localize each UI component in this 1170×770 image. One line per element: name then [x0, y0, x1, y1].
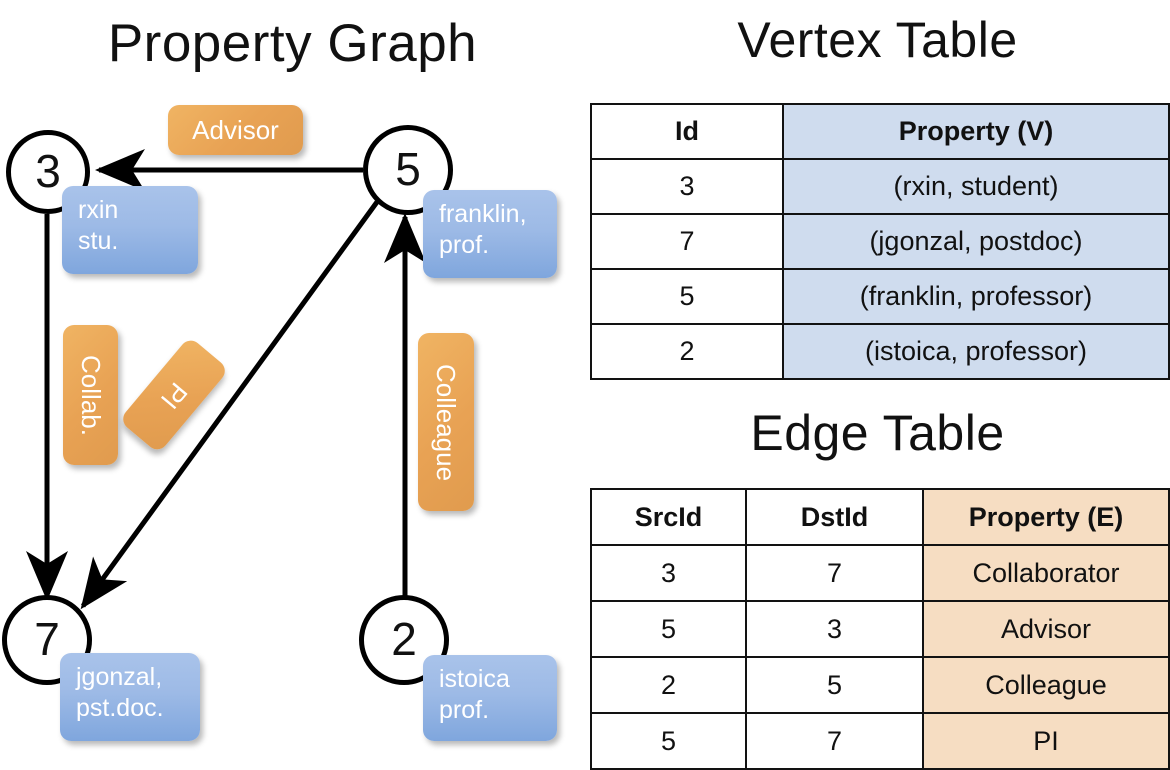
vertex-cell-property: (franklin, professor): [782, 268, 1170, 325]
edge-label-collab-text: Collab.: [76, 354, 106, 436]
table-row[interactable]: 2 (istoica, professor): [590, 323, 1170, 380]
graph-node-5-label: 5: [395, 143, 421, 195]
vertex-cell-property: (istoica, professor): [782, 323, 1170, 380]
graph-node-3-label: 3: [35, 145, 61, 197]
edge-label-advisor-text: Advisor: [192, 114, 279, 145]
node-property-istoica-role: prof.: [439, 696, 490, 724]
edge-table-header-row: SrcId DstId Property (E): [590, 488, 1170, 546]
vertex-cell-id: 2: [590, 323, 784, 380]
edge-label-collab: Collab.: [63, 325, 118, 465]
vertex-cell-property: (jgonzal, postdoc): [782, 213, 1170, 270]
edge-cell-srcid: 2: [590, 656, 747, 714]
edge-label-colleague: Colleague: [418, 333, 474, 511]
vertex-table-header-id: Id: [590, 103, 784, 160]
edge-arrow-5-to-7: [80, 200, 380, 610]
vertex-cell-id: 7: [590, 213, 784, 270]
table-row[interactable]: 7 (jgonzal, postdoc): [590, 213, 1170, 270]
edge-cell-dstid: 7: [745, 712, 924, 770]
edge-cell-dstid: 5: [745, 656, 924, 714]
section-title-edge-table: Edge Table: [750, 405, 1005, 461]
graph-edges-layer: [25, 148, 427, 610]
table-row[interactable]: 3 7 Collaborator: [590, 544, 1170, 602]
vertex-cell-id: 5: [590, 268, 784, 325]
edge-cell-dstid: 7: [745, 544, 924, 602]
vertex-table-header-row: Id Property (V): [590, 103, 1170, 160]
graph-node-5[interactable]: 5: [363, 125, 453, 215]
vertex-table: Id Property (V) 3 (rxin, student) 7 (jgo…: [590, 103, 1170, 380]
edge-cell-property: Colleague: [922, 656, 1170, 714]
property-graph-diagram: 3 5 7 2 rxin stu. franklin, prof. jgonza…: [0, 0, 585, 760]
vertex-table-header-property: Property (V): [782, 103, 1170, 160]
table-row[interactable]: 5 (franklin, professor): [590, 268, 1170, 325]
table-row[interactable]: 3 (rxin, student): [590, 158, 1170, 215]
edge-cell-property: Collaborator: [922, 544, 1170, 602]
table-row[interactable]: 5 7 PI: [590, 712, 1170, 770]
edge-table-header-property: Property (E): [922, 488, 1170, 546]
node-property-rxin-name: rxin: [78, 196, 119, 224]
graph-node-2-label: 2: [391, 613, 417, 665]
node-property-jgonzal-role: pst.doc.: [76, 694, 164, 722]
node-property-jgonzal-name: jgonzal,: [76, 663, 163, 691]
vertex-cell-property: (rxin, student): [782, 158, 1170, 215]
edge-table-header-srcid: SrcId: [590, 488, 747, 546]
edge-label-pi-text: PI: [154, 376, 194, 415]
node-property-istoica-name: istoica: [439, 665, 510, 693]
node-property-franklin-role: prof.: [439, 231, 490, 259]
node-property-rxin-role: stu.: [78, 227, 119, 255]
table-row[interactable]: 2 5 Colleague: [590, 656, 1170, 714]
edge-label-colleague-text: Colleague: [431, 363, 462, 481]
edge-table: SrcId DstId Property (E) 3 7 Collaborato…: [590, 488, 1170, 770]
edge-cell-srcid: 5: [590, 712, 747, 770]
edge-table-header-dstid: DstId: [745, 488, 924, 546]
edge-label-advisor: Advisor: [168, 105, 303, 155]
edge-cell-property: Advisor: [922, 600, 1170, 658]
node-property-box-jgonzal: jgonzal, pst.doc.: [60, 653, 200, 741]
page-title-property-graph: Property Graph: [107, 14, 478, 73]
graph-node-7-label: 7: [34, 613, 60, 665]
section-title-vertex-table: Vertex Table: [737, 12, 1018, 68]
graph-node-2[interactable]: 2: [359, 595, 449, 685]
edge-cell-srcid: 3: [590, 544, 747, 602]
edge-cell-dstid: 3: [745, 600, 924, 658]
edge-cell-property: PI: [922, 712, 1170, 770]
vertex-cell-id: 3: [590, 158, 784, 215]
node-property-franklin-name: franklin,: [439, 200, 527, 228]
node-property-box-istoica: istoica prof.: [423, 655, 557, 741]
node-property-box-rxin: rxin stu.: [62, 186, 198, 274]
edge-cell-srcid: 5: [590, 600, 747, 658]
node-property-box-franklin: franklin, prof.: [423, 190, 557, 278]
table-row[interactable]: 5 3 Advisor: [590, 600, 1170, 658]
